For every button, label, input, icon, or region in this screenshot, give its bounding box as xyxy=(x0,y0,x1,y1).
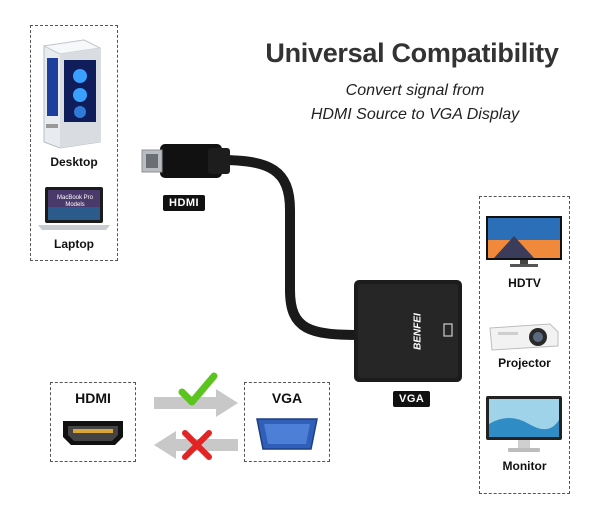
forward-arrow xyxy=(154,389,238,417)
display-devices-box xyxy=(479,196,570,494)
page-title: Universal Compatibility xyxy=(265,38,559,68)
subtitle-line-2: HDMI Source to VGA Display xyxy=(310,106,520,123)
projector-icon xyxy=(489,323,559,351)
comparison-vga-box: VGA xyxy=(244,382,330,462)
vga-port-icon xyxy=(256,418,318,450)
vga-adapter-box xyxy=(354,280,462,382)
laptop-screen-text: MacBook Pro Models xyxy=(56,195,93,208)
hdmi-tag: HDMI xyxy=(163,195,206,211)
check-icon xyxy=(178,372,218,406)
hdtv-icon xyxy=(486,216,562,267)
desktop-label: Desktop xyxy=(50,155,98,169)
monitor-label: Monitor xyxy=(502,459,547,473)
laptop-label: Laptop xyxy=(54,237,94,251)
cross-icon xyxy=(182,430,212,460)
subtitle-line-1: Convert signal from xyxy=(345,82,485,99)
vga-tag: VGA xyxy=(393,391,431,407)
source-devices-box xyxy=(30,25,118,261)
comparison-vga-label: VGA xyxy=(271,390,303,406)
desktop-tower-icon xyxy=(42,39,102,149)
hdtv-label: HDTV xyxy=(508,276,541,290)
projector-label: Projector xyxy=(498,356,551,370)
brand-logo: BENFEI xyxy=(412,313,424,350)
laptop-icon xyxy=(38,187,110,230)
monitor-icon xyxy=(486,396,562,452)
comparison-hdmi-box: HDMI xyxy=(50,382,136,462)
comparison-hdmi-label: HDMI xyxy=(75,390,111,406)
hdmi-port-icon xyxy=(63,421,123,445)
